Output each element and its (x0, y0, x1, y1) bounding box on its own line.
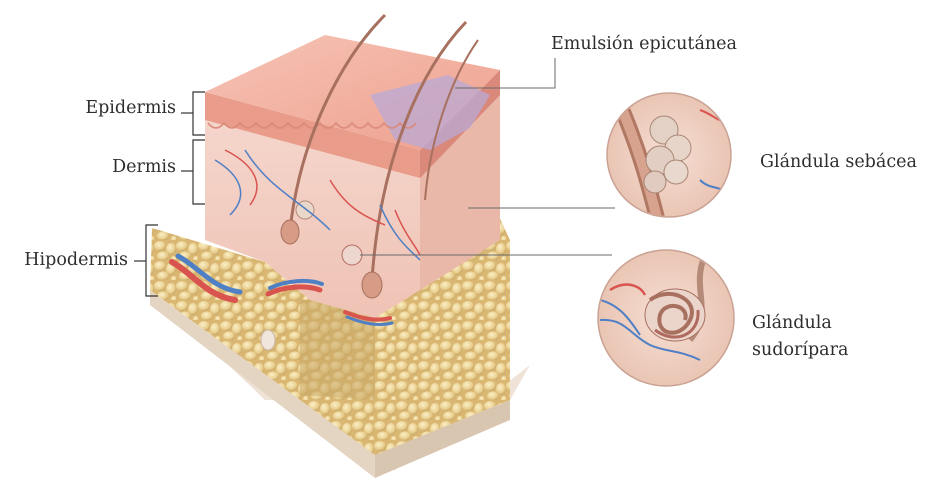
bracket-epidermis (193, 92, 205, 135)
sebaceous-gland-magnified (607, 93, 731, 230)
sweat-gland-magnified (598, 250, 734, 386)
label-glandula-sudoripara-line2: sudorípara (752, 340, 848, 361)
sweat-gland-small (342, 245, 362, 265)
label-dermis: Dermis (70, 157, 176, 178)
bracket-dermis (193, 140, 205, 204)
label-hipodermis: Hipodermis (8, 250, 128, 271)
nerve-corpuscle (261, 330, 275, 350)
label-glandula-sebacea: Glándula sebácea (760, 152, 917, 173)
label-glandula-sudoripara-line1: Glándula (752, 313, 832, 334)
follicle-bulb-1 (281, 220, 299, 244)
label-emulsion-epicutanea: Emulsión epicutánea (551, 34, 737, 55)
label-epidermis: Epidermis (70, 98, 176, 119)
follicle-bulb-2 (362, 272, 382, 298)
skin-block-illustration (150, 15, 530, 478)
